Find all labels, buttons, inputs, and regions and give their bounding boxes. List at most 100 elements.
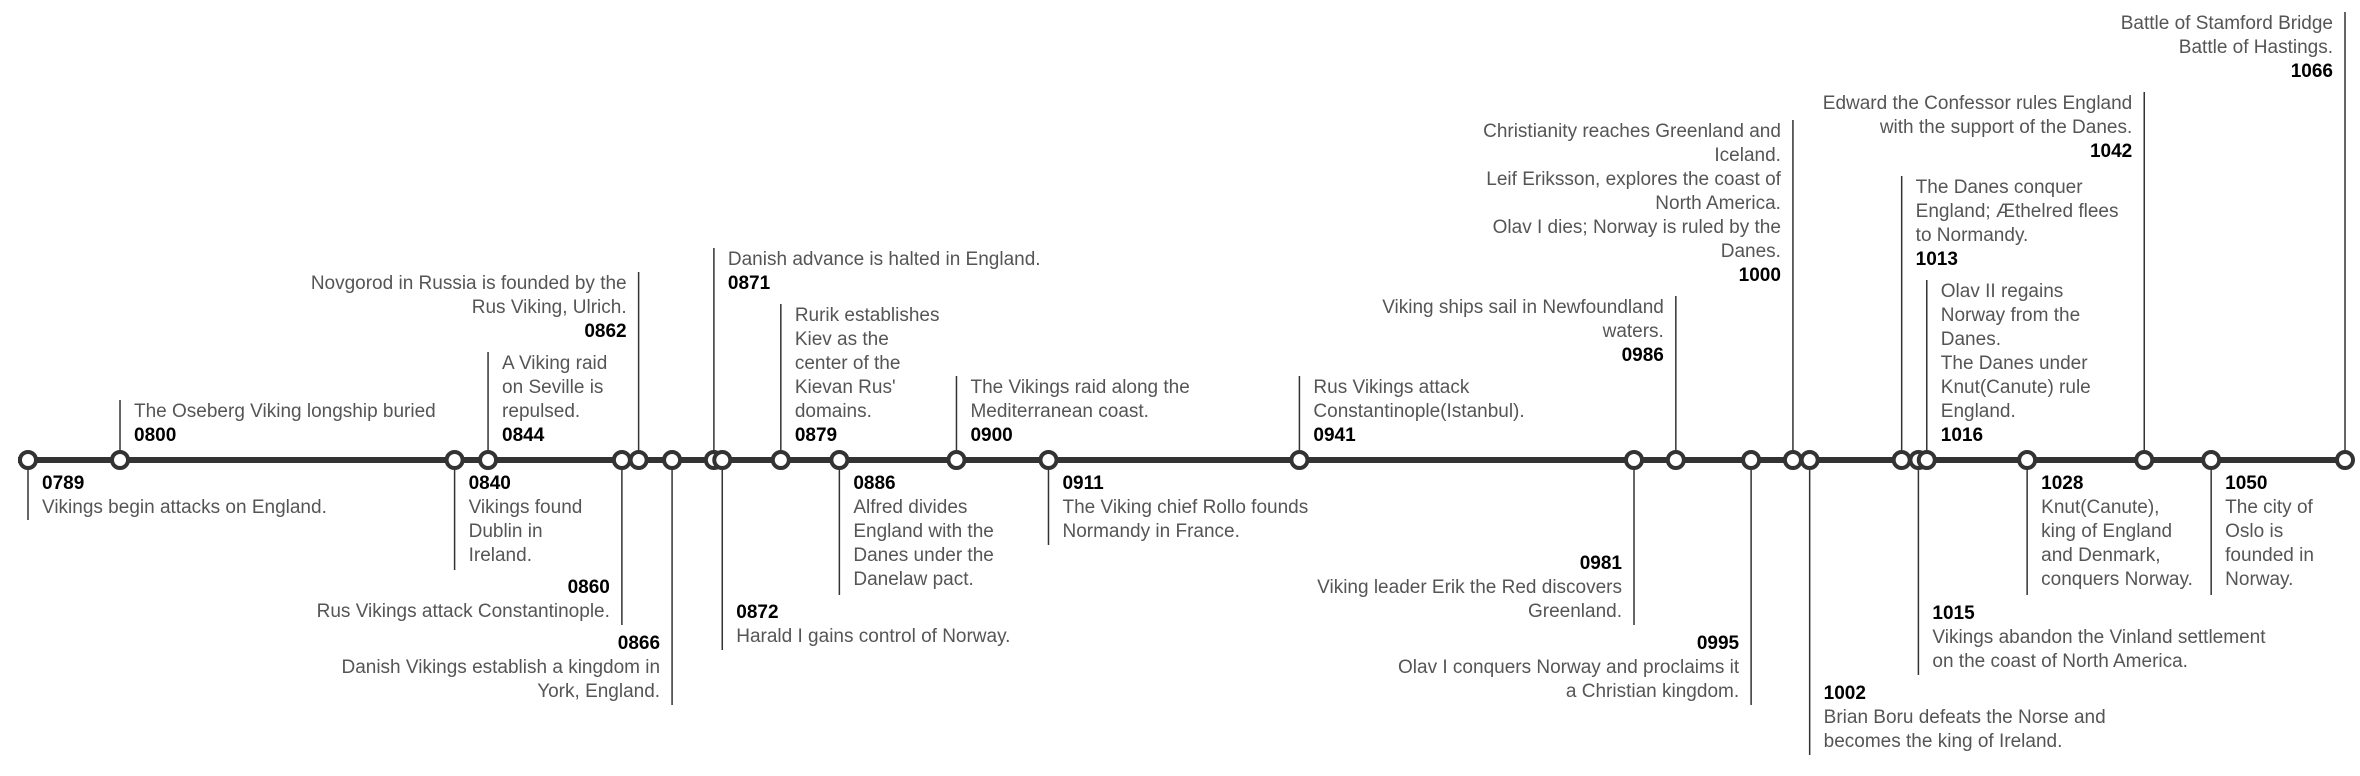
event-marker-0789	[18, 450, 38, 470]
event-label-0871: Danish advance is halted in England. 0871	[728, 248, 1041, 296]
event-description: Vikings begin attacks on England.	[42, 497, 327, 518]
event-description: The Oseberg Viking longship buried	[134, 401, 436, 422]
event-marker-1000	[1782, 450, 1803, 470]
event-label-0941: Rus Vikings attack Constantinople(Istanb…	[1313, 376, 1524, 448]
event-description: Alfred divides England with the Danes un…	[853, 497, 994, 590]
event-marker-0862	[628, 450, 649, 470]
event-description: The Viking chief Rollo founds Normandy i…	[1062, 497, 1309, 542]
event-label-0879: Rurik establishes Kiev as the center of …	[795, 304, 940, 448]
event-marker-0981	[1624, 450, 1645, 470]
event-marker-1050	[2201, 450, 2222, 470]
event-year: 1050	[2225, 473, 2268, 494]
event-marker-1013	[1891, 450, 1912, 470]
event-year: 0900	[970, 425, 1013, 446]
event-label-1066: Battle of Stamford Bridge Battle of Hast…	[2121, 12, 2333, 84]
event-marker-1002	[1799, 450, 1820, 470]
event-description: Knut(Canute), king of England and Denmar…	[2041, 497, 2193, 590]
event-label-0844: A Viking raid on Seville is repulsed. 084…	[502, 352, 607, 448]
event-marker-0840	[444, 450, 465, 470]
event-year: 0800	[134, 425, 177, 446]
event-description: The city of Oslo is founded in Norway.	[2225, 497, 2314, 590]
event-marker-1066	[2335, 450, 2355, 470]
event-year: 0866	[617, 633, 661, 654]
event-description: Viking leader Erik the Red discovers Gre…	[1317, 577, 1623, 622]
event-marker-0872	[712, 450, 733, 470]
event-marker-0879	[770, 450, 791, 470]
event-description: Olav II regains Norway from the Danes. T…	[1940, 281, 2091, 422]
event-year: 0886	[853, 473, 896, 494]
event-year: 1000	[1738, 265, 1781, 286]
event-year: 0862	[584, 321, 627, 342]
event-marker-0886	[829, 450, 850, 470]
event-year: 1013	[1915, 249, 1958, 270]
event-year: 1028	[2041, 473, 2084, 494]
event-year: 0879	[794, 425, 838, 446]
event-description: Battle of Stamford Bridge Battle of Hast…	[2120, 13, 2333, 58]
event-description: Rus Vikings attack Constantinople(Istanb…	[1313, 377, 1525, 422]
event-description: Viking ships sail in Newfoundland waters…	[1382, 297, 1664, 342]
event-year: 1015	[1932, 603, 1975, 624]
event-year: 0941	[1313, 425, 1356, 446]
event-description: Edward the Confessor rules England with …	[1822, 93, 2133, 138]
event-description: Harald I gains control of Norway.	[736, 626, 1011, 647]
event-year: 1066	[2290, 61, 2333, 82]
event-marker-0911	[1038, 450, 1059, 470]
event-year: 0995	[1696, 633, 1740, 654]
event-description: Novgorod in Russia is founded by the Rus…	[310, 273, 627, 318]
event-label-1042: Edward the Confessor rules England with …	[1823, 92, 2132, 164]
event-description: Danish advance is halted in England.	[727, 249, 1041, 270]
event-description: Vikings abandon the Vinland settlement o…	[1932, 627, 2266, 672]
event-label-0986: Viking ships sail in Newfoundland waters…	[1382, 296, 1664, 368]
event-description: Rurik establishes Kiev as the center of …	[794, 305, 940, 422]
event-label-1013: The Danes conquer England; Æthelred flee…	[1916, 176, 2119, 272]
event-marker-1042	[2134, 450, 2155, 470]
event-year: 1016	[1940, 425, 1984, 446]
event-year: 0871	[727, 273, 771, 294]
event-year: 0840	[468, 473, 511, 494]
event-marker-0866	[662, 450, 683, 470]
event-description: Danish Vikings establish a kingdom in Yo…	[341, 657, 661, 702]
event-label-0900: The Vikings raid along the Mediterranean…	[970, 376, 1189, 448]
event-label-1016: Olav II regains Norway from the Danes. T…	[1941, 280, 2091, 448]
event-year: 0981	[1579, 553, 1623, 574]
event-description: Christianity reaches Greenland and Icela…	[1483, 121, 1781, 262]
event-label-0862: Novgorod in Russia is founded by the Rus…	[311, 272, 627, 344]
event-description: Brian Boru defeats the Norse and becomes…	[1823, 707, 2106, 752]
event-label-0800: The Oseberg Viking longship buried 0800	[134, 400, 436, 448]
event-marker-0844	[478, 450, 499, 470]
event-marker-0941	[1289, 450, 1310, 470]
event-description: Olav I conquers Norway and proclaims it …	[1398, 657, 1740, 702]
event-marker-0995	[1741, 450, 1762, 470]
event-year: 0844	[502, 425, 545, 446]
event-marker-0800	[110, 450, 131, 470]
event-description: The Danes conquer England; Æthelred flee…	[1915, 177, 2119, 246]
event-year: 1042	[2089, 141, 2133, 162]
event-year: 0872	[736, 602, 779, 623]
event-year: 0789	[42, 473, 85, 494]
event-marker-1016	[1916, 450, 1937, 470]
event-description: A Viking raid on Seville is repulsed.	[502, 353, 608, 422]
event-description: Vikings found Dublin in Ireland.	[468, 497, 583, 566]
event-year: 0911	[1062, 473, 1104, 494]
event-year: 0860	[567, 577, 610, 598]
event-marker-0986	[1665, 450, 1686, 470]
event-description: The Vikings raid along the Mediterranean…	[970, 377, 1190, 422]
event-label-1000: Christianity reaches Greenland and Icela…	[1483, 120, 1781, 288]
event-marker-0860	[611, 450, 632, 470]
event-marker-0900	[946, 450, 967, 470]
